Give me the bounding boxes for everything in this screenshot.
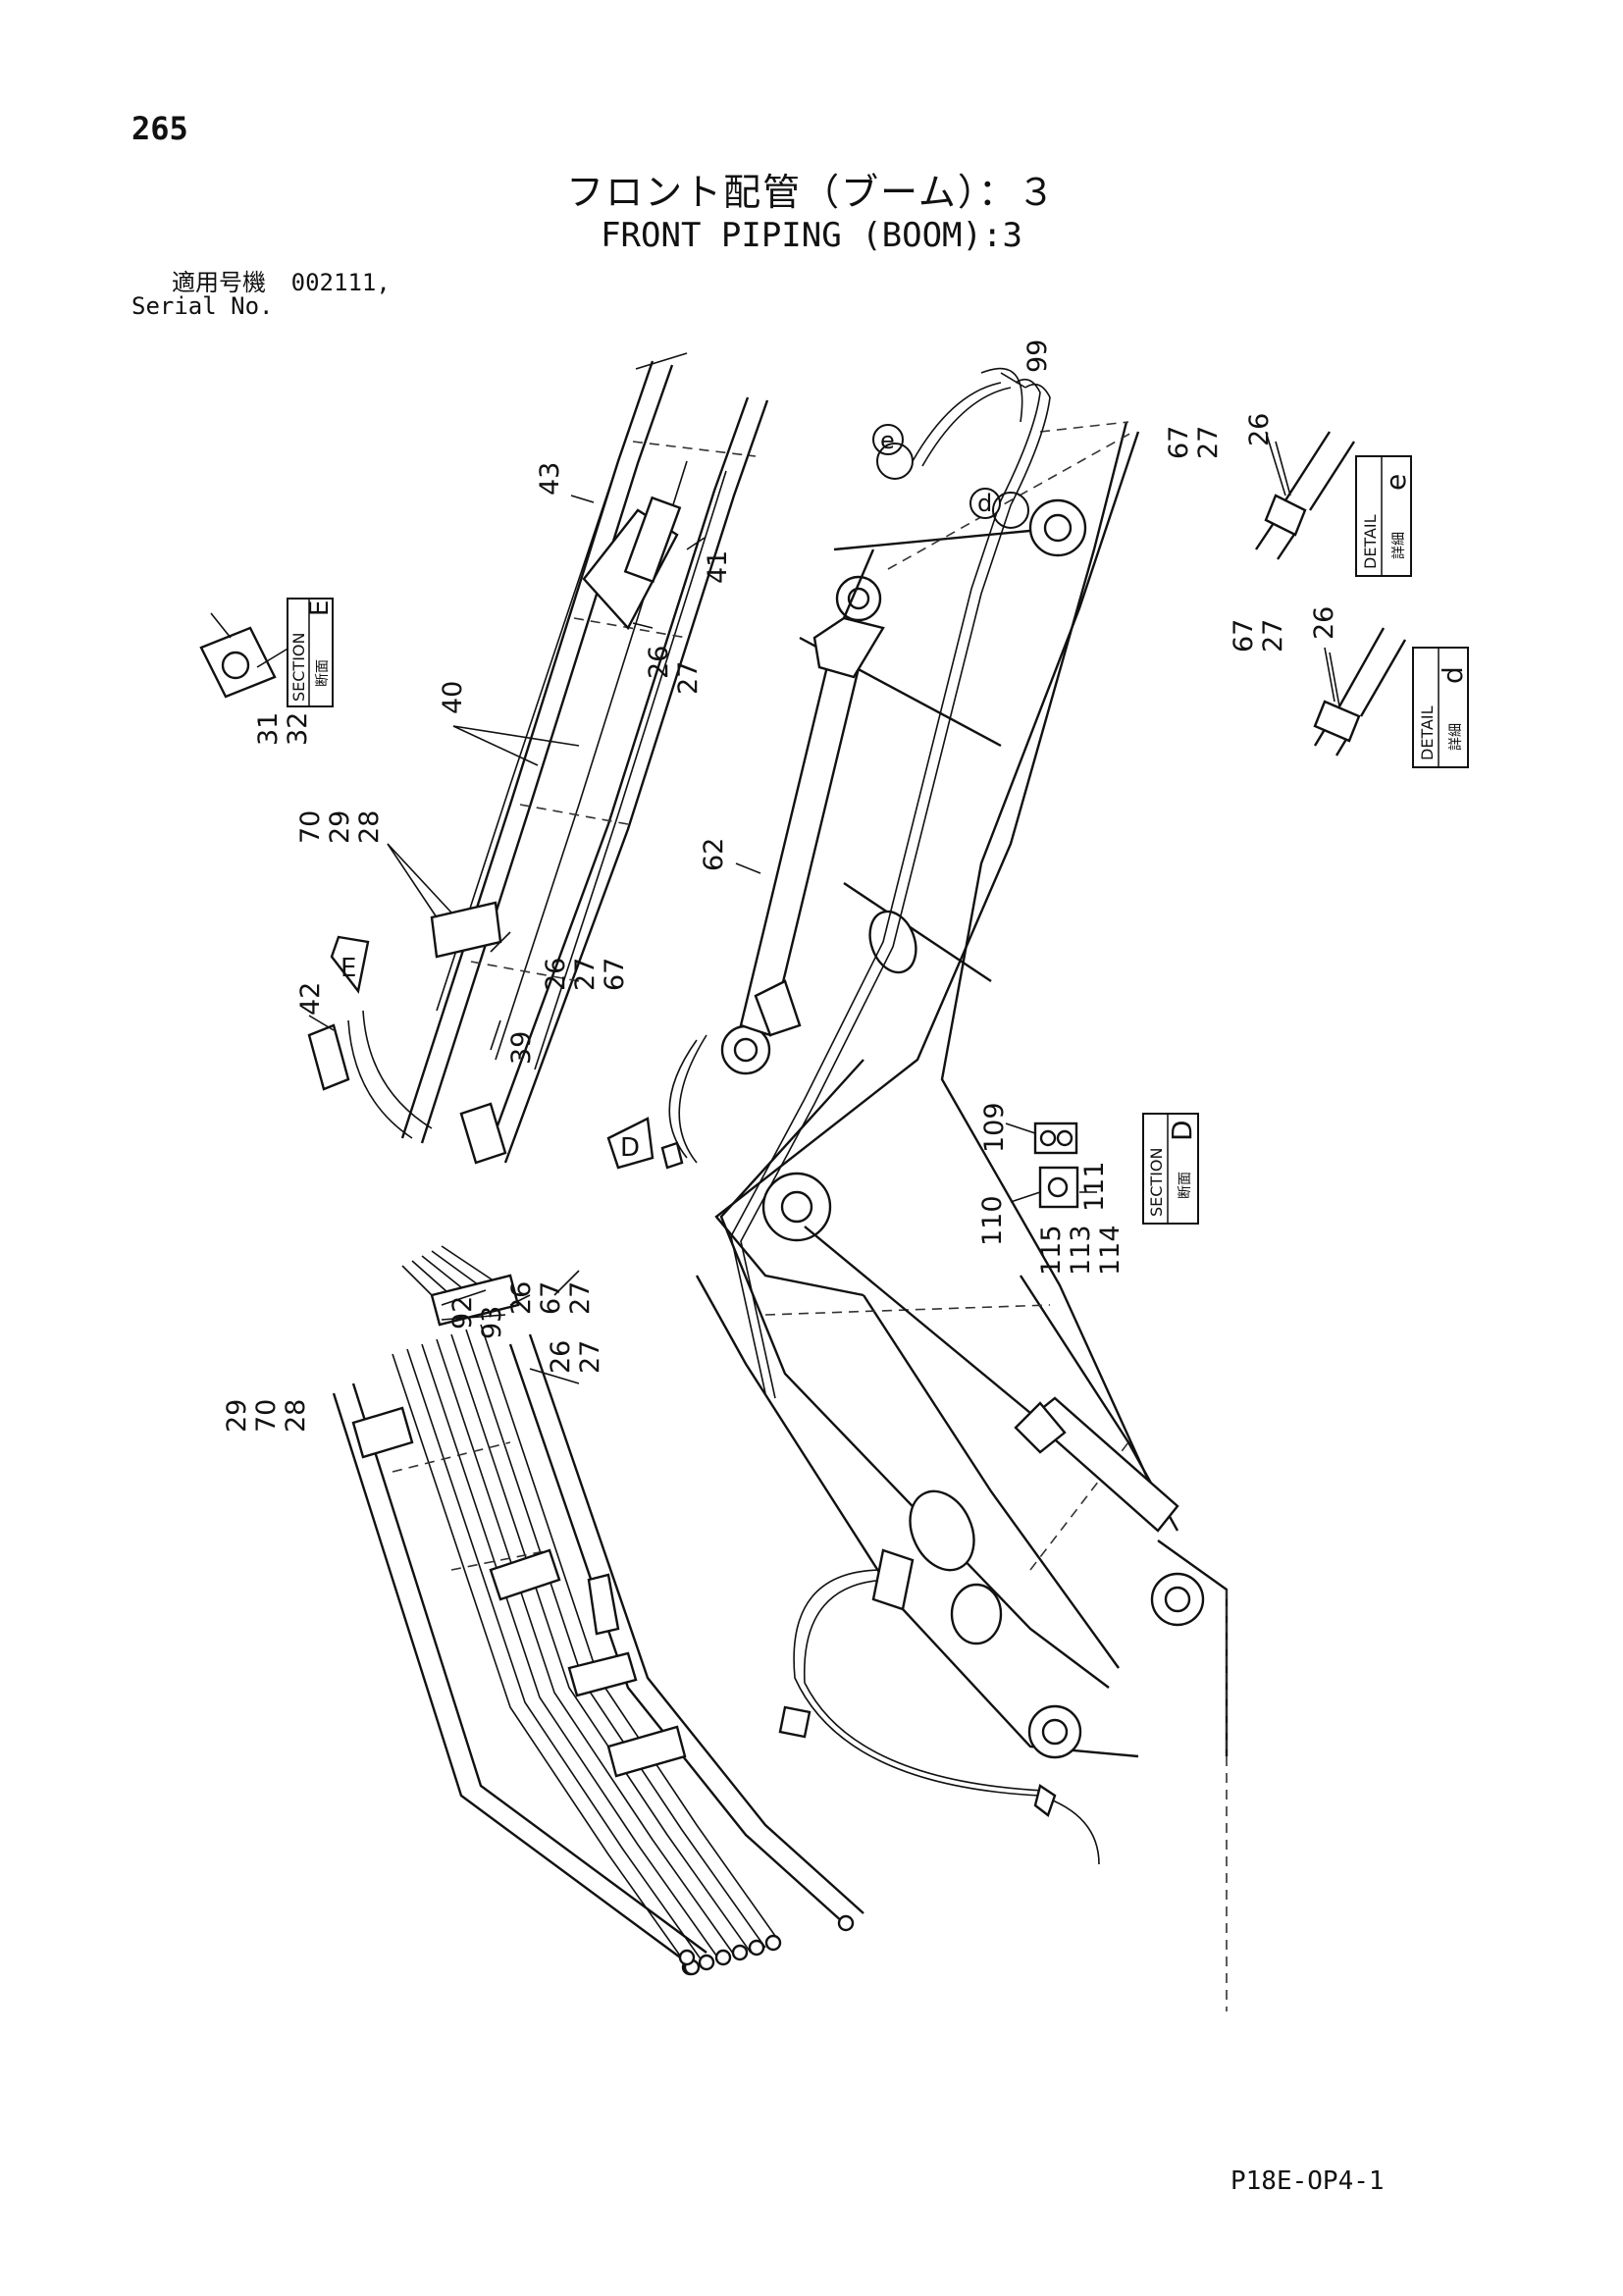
callout-67-d: 67 (1229, 619, 1259, 652)
serial-label-kanji: 適用号機 (172, 269, 266, 296)
callout-43: 43 (535, 462, 565, 496)
callout-group-26-27-67-a: 26 27 67 (541, 958, 630, 991)
page-number: 265 (131, 110, 188, 147)
callout-27: 27 (673, 661, 704, 695)
serial-label-jp: 適用号機 002111, (172, 263, 391, 297)
callout-group-26-27-b: 26 27 (546, 1340, 605, 1374)
callout-67-e: 67 (1164, 426, 1194, 459)
callout-32: 32 (283, 712, 313, 746)
boom-cylinder (739, 548, 885, 1037)
callout-group-70-29-28: 70 29 28 (295, 810, 385, 844)
upper-boom-view (307, 352, 769, 1165)
serial-number: 002111, (290, 269, 391, 296)
detail-d-kanji: 詳細 (1448, 723, 1464, 751)
callout-109: 109 (979, 1102, 1010, 1153)
callout-42: 42 (295, 982, 326, 1016)
callout-27-e: 27 (1193, 426, 1224, 459)
boom-hoses (668, 367, 1100, 1865)
section-e-letter: E (340, 954, 356, 983)
callout-110: 110 (977, 1195, 1008, 1246)
callout-26: 26 (644, 646, 674, 679)
section-d-arrow-letter: D (620, 1133, 640, 1163)
callout-group-67-27-26-e: 67 27 26 (1164, 413, 1275, 459)
detail-e-box (1355, 455, 1412, 577)
detail-e-kanji: 詳細 (1391, 532, 1407, 559)
detail-e-box-letter: e (1380, 474, 1412, 491)
section-d-box (1142, 1113, 1199, 1225)
callout-41: 41 (703, 550, 733, 584)
section-e-kanji: 断面 (315, 659, 331, 687)
callout-27-f: 27 (565, 1281, 596, 1315)
callout-group-26-27-a: 26 27 (644, 646, 704, 695)
serial-label-en: Serial No. (131, 292, 274, 320)
callout-115: 115 (1036, 1225, 1067, 1276)
callout-26-b: 26 (541, 958, 571, 991)
marker-e-letter: e (880, 427, 895, 454)
detail-marker-d: d (969, 488, 1029, 529)
callout-27-d: 27 (1258, 619, 1288, 652)
section-e-detail: SECTION 断面 E (199, 598, 335, 707)
callout-group-115-113-114: 115 113 114 (1036, 1225, 1126, 1276)
section-d-box-letter: D (1166, 1120, 1198, 1141)
callout-92: 92 (447, 1296, 478, 1330)
callout-27-g: 27 (575, 1340, 605, 1374)
callout-31: 31 (253, 712, 284, 746)
callout-114: 114 (1095, 1225, 1126, 1276)
title-japanese: フロント配管（ブーム）：３ (566, 171, 1057, 214)
callout-113: 113 (1066, 1225, 1096, 1276)
callout-group-29-70-28: 29 70 28 (222, 1399, 311, 1433)
callout-group-31-32: 31 32 (253, 712, 313, 746)
callout-26-e: 26 (1244, 413, 1275, 446)
section-e-word: SECTION (289, 633, 308, 703)
callout-67-f: 67 (536, 1281, 566, 1315)
callout-26-f: 26 (506, 1281, 537, 1315)
leader-lines (308, 372, 1335, 1384)
callout-62: 62 (699, 838, 729, 871)
callout-group-67-27-26-d: 67 27 26 (1229, 606, 1339, 652)
callout-29-c: 29 (222, 1399, 252, 1433)
callout-group-26-67-27: 26 67 27 (506, 1281, 596, 1315)
callout-26-d: 26 (1309, 606, 1339, 640)
lower-hose-bundle (332, 1245, 864, 1976)
callout-29: 29 (325, 810, 355, 844)
callout-70: 70 (295, 810, 326, 844)
callout-26-g: 26 (546, 1340, 576, 1374)
callout-93: 93 (477, 1306, 507, 1339)
title-english: FRONT PIPING (BOOM):3 (601, 216, 1022, 255)
callout-40: 40 (438, 681, 468, 714)
detail-marker-e: e (872, 424, 914, 480)
callout-67-b: 67 (600, 958, 630, 991)
arm-cylinder (804, 1226, 1179, 1533)
marker-d-letter: d (977, 490, 992, 517)
detail-e: DETAIL 詳細 e (1255, 431, 1412, 577)
section-d-marker: D (606, 1117, 684, 1170)
section-e-box-letter: E (305, 600, 335, 616)
section-d-kanji: 断面 (1178, 1172, 1193, 1199)
detail-d-box-letter: d (1437, 666, 1469, 684)
callout-111: 111 (1079, 1161, 1110, 1212)
detail-d: DETAIL 詳細 d (1313, 627, 1469, 768)
section-d-detail: SECTION 断面 D (1005, 1113, 1199, 1225)
main-boom (695, 421, 1229, 2011)
callout-27-b: 27 (570, 958, 601, 991)
callout-39: 39 (506, 1031, 537, 1065)
section-e-marker: E (330, 935, 370, 994)
callout-28: 28 (354, 810, 385, 844)
detail-d-word: DETAIL (1418, 705, 1437, 760)
callout-28-c: 28 (281, 1399, 311, 1433)
page-code: P18E-OP4-1 (1230, 2166, 1385, 2196)
callouts: 99 43 41 40 26 27 70 29 28 26 27 67 42 3… (222, 339, 1339, 1433)
detail-d-box (1412, 647, 1469, 768)
callout-99: 99 (1022, 339, 1053, 373)
section-e-box (287, 598, 334, 707)
callout-70-c: 70 (251, 1399, 282, 1433)
section-d-word: SECTION (1147, 1148, 1166, 1218)
clamp-block-upper (430, 901, 502, 959)
detail-e-word: DETAIL (1361, 514, 1380, 569)
